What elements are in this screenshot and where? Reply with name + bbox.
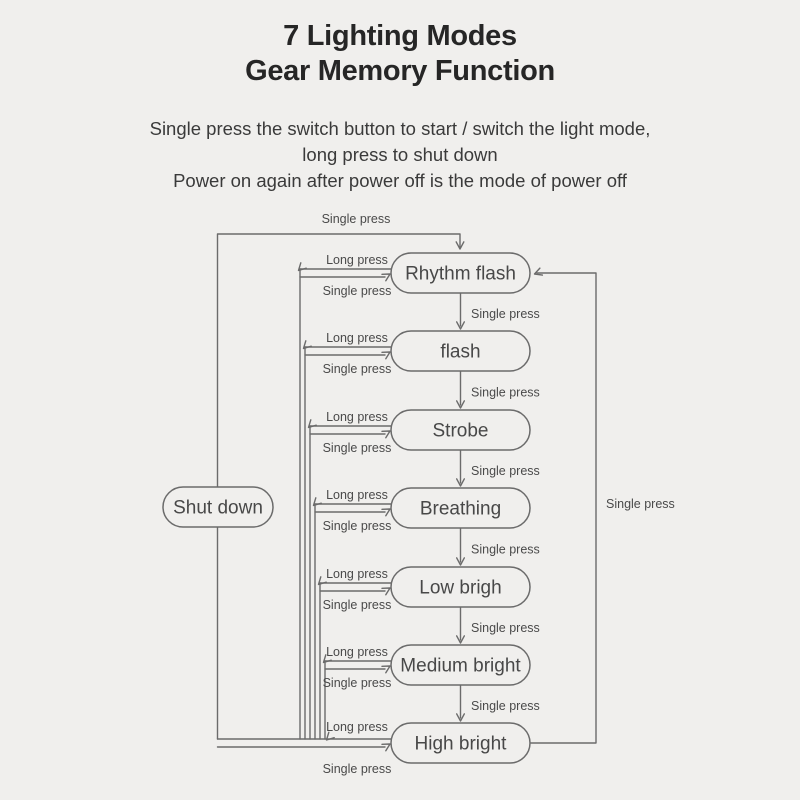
flow-line xyxy=(216,233,461,488)
arrowhead-icon xyxy=(456,400,465,409)
edge-label: Long press xyxy=(326,331,388,345)
mode-node-high-bright xyxy=(390,722,531,764)
mode-node-label-strobe: Strobe xyxy=(433,421,489,442)
edge-label: Long press xyxy=(326,410,388,424)
edge-label: Single press xyxy=(322,212,391,226)
mode-node-breathing xyxy=(390,487,531,529)
arrowhead-icon xyxy=(381,508,391,517)
mode-node-label-high-bright: High bright xyxy=(415,734,508,755)
subtitle-line-2: long press to shut down xyxy=(302,144,498,165)
edge-label: Single press xyxy=(323,762,392,776)
arrowhead-icon xyxy=(456,713,465,722)
mode-node-flash xyxy=(390,330,531,372)
mode-node-shut-down xyxy=(162,486,274,528)
edge-label: Single press xyxy=(471,307,540,321)
edge-label: Single press xyxy=(323,519,392,533)
mode-node-low-brigh xyxy=(390,566,531,608)
arrowhead-icon xyxy=(455,241,465,250)
edge-label: Long press xyxy=(326,645,388,659)
subtitle-line-3: Power on again after power off is the mo… xyxy=(173,170,627,191)
page-subtitle: Single press the switch button to start … xyxy=(0,116,800,194)
arrowhead-icon xyxy=(381,430,391,439)
mode-node-medium-bright xyxy=(390,644,531,686)
arrowhead-icon xyxy=(297,262,307,272)
edge-label: Single press xyxy=(323,284,392,298)
arrowhead-icon xyxy=(456,557,465,566)
mode-node-label-low-brigh: Low brigh xyxy=(419,578,501,599)
arrowhead-icon xyxy=(325,731,335,741)
edge-label: Long press xyxy=(326,253,388,267)
arrowhead-icon xyxy=(302,340,312,350)
edge-label: Single press xyxy=(323,441,392,455)
edge-label: Single press xyxy=(323,598,392,612)
arrowhead-icon xyxy=(381,587,391,596)
mode-node-label-breathing: Breathing xyxy=(420,499,501,520)
mode-node-label-medium-bright: Medium bright xyxy=(400,656,521,677)
edge-label: Long press xyxy=(326,567,388,581)
mode-node-rhythm-flash xyxy=(390,252,531,294)
arrowhead-icon xyxy=(381,273,391,282)
arrowhead-icon xyxy=(322,654,332,664)
edge-label: Single press xyxy=(471,464,540,478)
mode-node-label-shut-down: Shut down xyxy=(173,498,263,519)
title-line-1: 7 Lighting Modes xyxy=(283,20,517,52)
edge-label: Long press xyxy=(326,720,388,734)
edge-label: Long press xyxy=(326,488,388,502)
arrowhead-icon xyxy=(317,576,327,586)
arrowhead-icon xyxy=(456,635,465,644)
flow-line xyxy=(530,272,597,744)
edge-label: Single press xyxy=(606,497,675,511)
arrowhead-icon xyxy=(307,419,317,429)
arrowhead-icon xyxy=(456,478,465,487)
arrowhead-icon xyxy=(381,351,391,360)
edge-label: Single press xyxy=(323,362,392,376)
mode-node-label-rhythm-flash: Rhythm flash xyxy=(405,264,516,285)
arrowhead-icon xyxy=(456,321,465,330)
edge-label: Single press xyxy=(471,699,540,713)
edge-label: Single press xyxy=(323,676,392,690)
arrowhead-icon xyxy=(312,497,322,507)
edge-label: Single press xyxy=(471,543,540,557)
edge-label: Single press xyxy=(471,386,540,400)
title-line-2: Gear Memory Function xyxy=(245,55,555,87)
arrowhead-icon xyxy=(381,743,391,752)
arrowhead-icon xyxy=(533,267,544,276)
mode-node-label-flash: flash xyxy=(440,342,480,363)
edge-label: Single press xyxy=(471,621,540,635)
subtitle-line-1: Single press the switch button to start … xyxy=(149,118,651,139)
arrowhead-icon xyxy=(381,665,391,674)
mode-node-strobe xyxy=(390,409,531,451)
page-title: 7 Lighting Modes Gear Memory Function xyxy=(0,19,800,89)
